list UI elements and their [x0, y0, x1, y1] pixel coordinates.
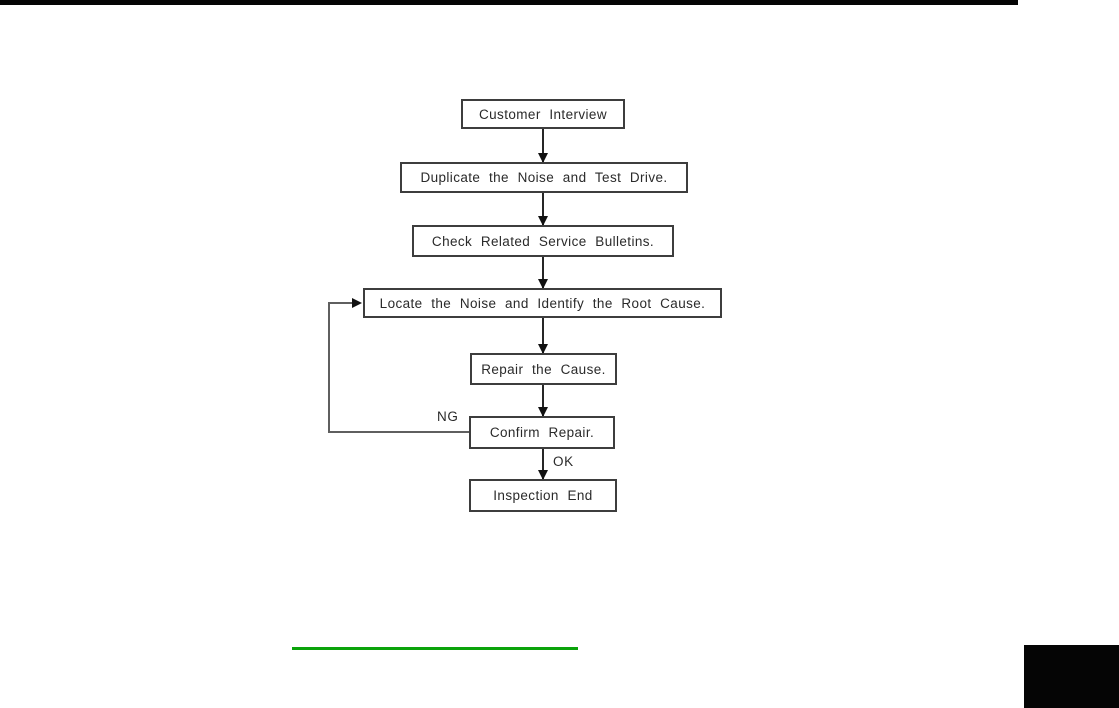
ng-loop-line-top	[328, 302, 354, 304]
arrow-down-connector	[537, 449, 548, 480]
flow-node-label: Duplicate the Noise and Test Drive.	[420, 170, 668, 185]
footer-divider	[292, 647, 578, 650]
ng-loop-line-left	[328, 303, 330, 433]
flow-node-repair-cause: Repair the Cause.	[470, 353, 617, 385]
flow-node-label: Inspection End	[493, 488, 593, 503]
flow-node-check-bulletins: Check Related Service Bulletins.	[412, 225, 674, 257]
ng-loop-line-bottom	[328, 431, 469, 433]
flow-node-label: Check Related Service Bulletins.	[431, 233, 655, 249]
edge-label-ok: OK	[553, 454, 574, 469]
flow-node-label: Customer Interview	[479, 106, 607, 122]
flow-node-label: Locate the Noise and Identify the Root C…	[379, 295, 706, 311]
flow-node-label: Confirm Repair.	[489, 425, 595, 440]
flow-node-locate-noise: Locate the Noise and Identify the Root C…	[363, 288, 722, 318]
arrow-down-connector	[537, 129, 548, 163]
page-top-rule	[0, 0, 1018, 5]
flow-node-customer-interview: Customer Interview	[461, 99, 625, 129]
edge-label-ng: NG	[437, 409, 459, 424]
flow-node-inspection-end: Inspection End	[469, 479, 617, 512]
flow-node-label: Repair the Cause.	[481, 361, 606, 377]
arrow-down-connector	[537, 193, 548, 226]
flow-node-duplicate-noise: Duplicate the Noise and Test Drive.	[400, 162, 688, 193]
arrow-down-connector	[537, 385, 548, 417]
arrow-down-connector	[537, 257, 548, 289]
page-corner-block	[1024, 645, 1119, 708]
arrow-down-connector	[537, 318, 548, 354]
flow-node-confirm-repair: Confirm Repair.	[469, 416, 615, 449]
arrow-right-icon	[352, 297, 362, 308]
